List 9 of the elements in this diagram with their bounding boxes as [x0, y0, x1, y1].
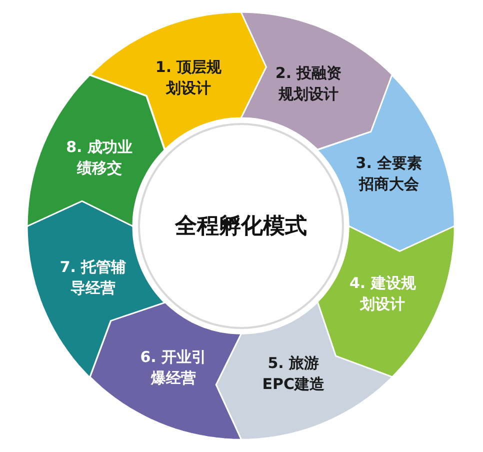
step-label: 7. 托管辅导经营	[58, 257, 128, 300]
step-label: 2. 投融资规划设计	[274, 63, 343, 106]
step-label: 8. 成功业绩移交	[65, 137, 134, 180]
step-label: 4. 建设规划设计	[348, 272, 417, 315]
step-label: 3. 全要素招商大会	[354, 152, 424, 195]
step-label: 5. 旅游EPC建造	[261, 352, 326, 395]
step-label: 6. 开业引爆经营	[139, 346, 208, 389]
step-label: 1. 顶层规划设计	[154, 57, 223, 99]
center-title: 全程孵化模式	[174, 216, 308, 236]
